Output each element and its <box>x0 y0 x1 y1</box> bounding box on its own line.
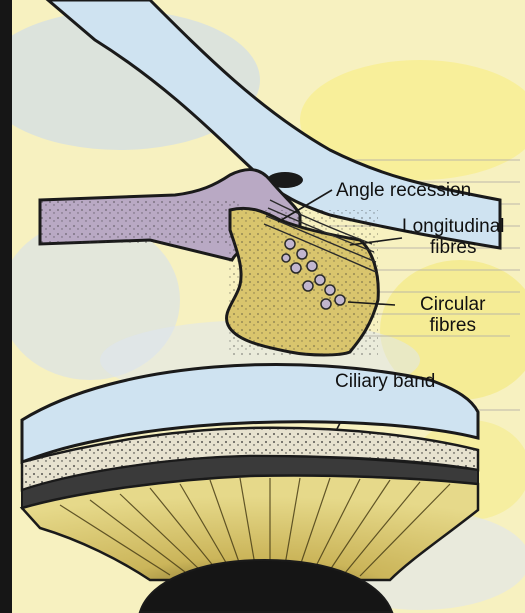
label-ciliary-band: Ciliary band <box>335 371 435 392</box>
label-circular-fibres: Circular fibres <box>420 294 485 336</box>
label-longitudinal-fibres: Longitudinal fibres <box>402 216 504 258</box>
label-circular-fibres-line1: Circular <box>420 294 485 315</box>
left-border <box>0 0 12 613</box>
label-longitudinal-fibres-line2: fibres <box>402 237 504 258</box>
label-circular-fibres-line2: fibres <box>420 315 485 336</box>
label-longitudinal-fibres-line1: Longitudinal <box>402 216 504 237</box>
label-angle-recession: Angle recession <box>336 180 471 201</box>
